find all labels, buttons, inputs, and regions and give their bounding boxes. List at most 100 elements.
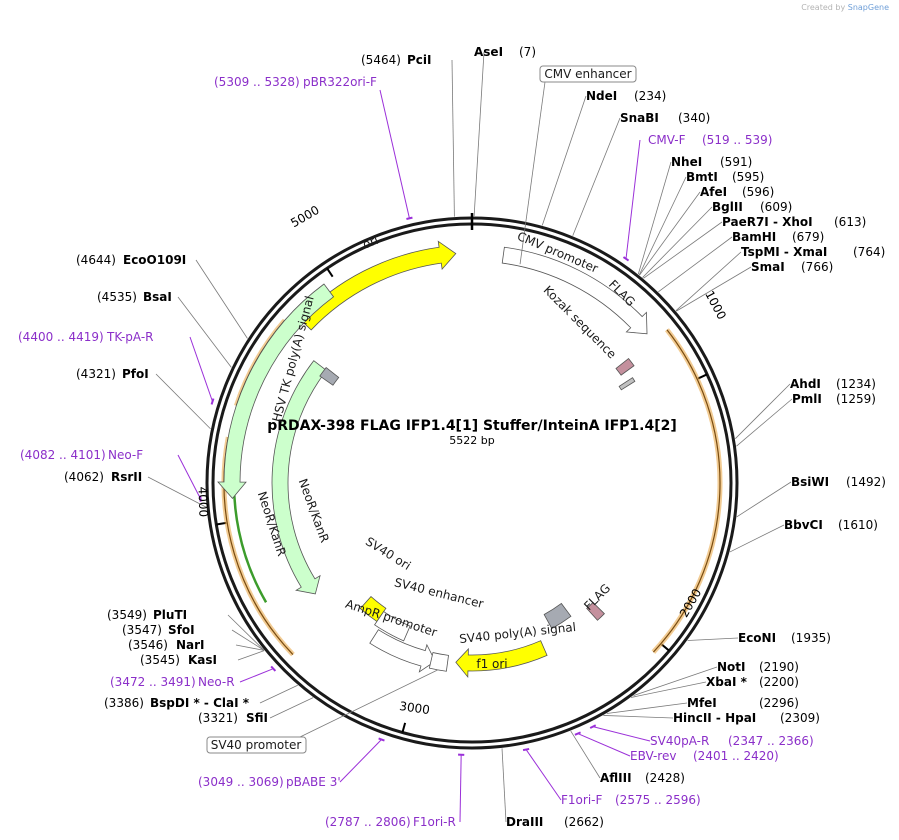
enzyme-name[interactable]: NarI — [176, 638, 205, 652]
primer-name[interactable]: pBABE 3' — [286, 775, 341, 789]
primer-site[interactable] — [270, 665, 277, 672]
enzyme-name[interactable]: RsrII — [111, 470, 142, 484]
plasmid-length: 5522 bp — [449, 434, 494, 447]
primer-site[interactable] — [522, 747, 530, 752]
enzyme-position: (4644) — [76, 253, 116, 267]
primer-name[interactable]: SV40pA-R — [650, 734, 709, 748]
enzyme-name[interactable]: PciI — [407, 53, 432, 67]
f1-ori-arrow[interactable] — [455, 640, 548, 679]
plasmid-title: pRDAX-398 FLAG IFP1.4[1] Stuffer/InteinA… — [267, 418, 677, 434]
enzyme-position: (1610) — [838, 518, 878, 532]
enzyme-name[interactable]: PmlI — [792, 392, 822, 406]
primer-connector — [239, 668, 274, 683]
enzyme-name[interactable]: BbvCI — [784, 518, 823, 532]
primer-connector — [379, 89, 410, 219]
primer-site[interactable] — [574, 731, 582, 736]
enzyme-name[interactable]: BsiWI — [791, 475, 829, 489]
enzyme-name[interactable]: HincII - HpaI — [673, 711, 756, 725]
primer-name[interactable]: TK-pA-R — [106, 330, 154, 344]
hsv-tk-polya-block[interactable] — [319, 366, 340, 386]
primer-name[interactable]: pBR322ori-F — [303, 75, 377, 89]
connector-line — [269, 697, 314, 719]
enzyme-name[interactable]: DraIII — [506, 815, 543, 829]
connector-line — [676, 266, 752, 312]
connector-line — [541, 95, 587, 226]
enzyme-name[interactable]: BmtI — [686, 170, 718, 184]
primer-site[interactable] — [210, 398, 215, 405]
primer-range: (2401 .. 2420) — [693, 749, 779, 763]
connector-line — [643, 221, 723, 279]
enzyme-name[interactable]: SfoI — [168, 623, 195, 637]
ampr-promoter-arrow[interactable] — [369, 629, 436, 673]
flag-block-1[interactable] — [615, 357, 635, 376]
primer-site[interactable] — [622, 256, 630, 262]
enzyme-name[interactable]: AflIII — [600, 771, 632, 785]
enzyme-name[interactable]: BsaI — [143, 290, 172, 304]
enzyme-name[interactable]: EcoNI — [738, 631, 776, 645]
enzyme-name[interactable]: PaeR7I - XhoI — [722, 215, 813, 229]
enzyme-position: (3549) — [107, 608, 147, 622]
primer-name[interactable]: F1ori-F — [561, 793, 602, 807]
primer-name[interactable]: EBV-rev — [630, 749, 676, 763]
enzyme-labels: AseI (7) NdeI (234) SnaBI (340) NheI (59… — [64, 45, 886, 829]
enzyme-position: (2190) — [759, 660, 799, 674]
connector-line — [633, 666, 718, 696]
enzyme-name[interactable]: AhdI — [790, 377, 821, 391]
enzyme-name[interactable]: TspMI - XmaI — [741, 245, 827, 259]
primer-range: (2347 .. 2366) — [728, 734, 814, 748]
feature-label-sv40-enhancer: SV40 enhancer — [393, 575, 485, 611]
enzyme-position: (5464) — [361, 53, 401, 67]
enzyme-name[interactable]: NdeI — [586, 89, 617, 103]
enzyme-name[interactable]: MfeI — [687, 696, 717, 710]
enzyme-name[interactable]: PluTI — [153, 608, 187, 622]
enzyme-name[interactable]: NheI — [671, 155, 702, 169]
enzyme-name[interactable]: SfiI — [246, 711, 268, 725]
primer-connector — [339, 739, 382, 783]
enzyme-position: (596) — [742, 185, 774, 199]
ori-arrow[interactable] — [299, 240, 457, 331]
connector-line — [631, 681, 707, 698]
primer-name[interactable]: CMV-F — [648, 133, 686, 147]
enzyme-position: (766) — [801, 260, 833, 274]
enzyme-name[interactable]: AseI — [474, 45, 503, 59]
enzyme-position: (2309) — [780, 711, 820, 725]
enzyme-name[interactable]: AfeI — [700, 185, 727, 199]
connector-line — [195, 259, 248, 339]
primer-name[interactable]: Neo-R — [198, 675, 235, 689]
primer-site[interactable] — [378, 737, 385, 742]
neor-kanr-arrow-outer[interactable] — [217, 283, 335, 500]
primer-name[interactable]: F1ori-R — [413, 815, 456, 829]
sv40-polya-block[interactable] — [543, 602, 572, 630]
enzyme-name[interactable]: NotI — [717, 660, 746, 674]
enzyme-name[interactable]: EcoO109I — [123, 253, 186, 267]
sv40-promoter-block[interactable] — [428, 652, 449, 672]
enzyme-name[interactable]: SnaBI — [620, 111, 659, 125]
connector-line — [735, 383, 791, 439]
primer-site[interactable] — [406, 216, 413, 220]
enzyme-name[interactable]: XbaI * — [706, 675, 748, 689]
enzyme-name[interactable]: BspDI * - ClaI * — [150, 696, 250, 710]
sv40-ori-block[interactable] — [359, 595, 387, 623]
connector-line — [572, 117, 621, 236]
enzyme-name[interactable]: SmaI — [751, 260, 785, 274]
sv40-enhancer-block[interactable] — [374, 611, 411, 642]
primer-site[interactable] — [589, 724, 597, 729]
feature-arrows — [217, 240, 648, 679]
enzyme-position: (1935) — [791, 631, 831, 645]
enzyme-name[interactable]: PfoI — [122, 367, 149, 381]
enzyme-name[interactable]: KasI — [188, 653, 217, 667]
credit-prefix: Created by — [801, 3, 846, 12]
enzyme-position: (1492) — [846, 475, 886, 489]
kozak-block[interactable] — [618, 377, 636, 391]
connector-line — [237, 650, 265, 661]
enzyme-position: (591) — [720, 155, 752, 169]
cmv-promoter-arrow[interactable] — [501, 246, 648, 335]
label-connectors — [147, 51, 793, 823]
flag-block-2[interactable] — [586, 601, 605, 621]
primer-name[interactable]: Neo-F — [108, 448, 143, 462]
enzyme-name[interactable]: BamHI — [732, 230, 776, 244]
connector-line — [451, 59, 455, 217]
connector-line — [501, 748, 507, 823]
enzyme-name[interactable]: BglII — [712, 200, 743, 214]
